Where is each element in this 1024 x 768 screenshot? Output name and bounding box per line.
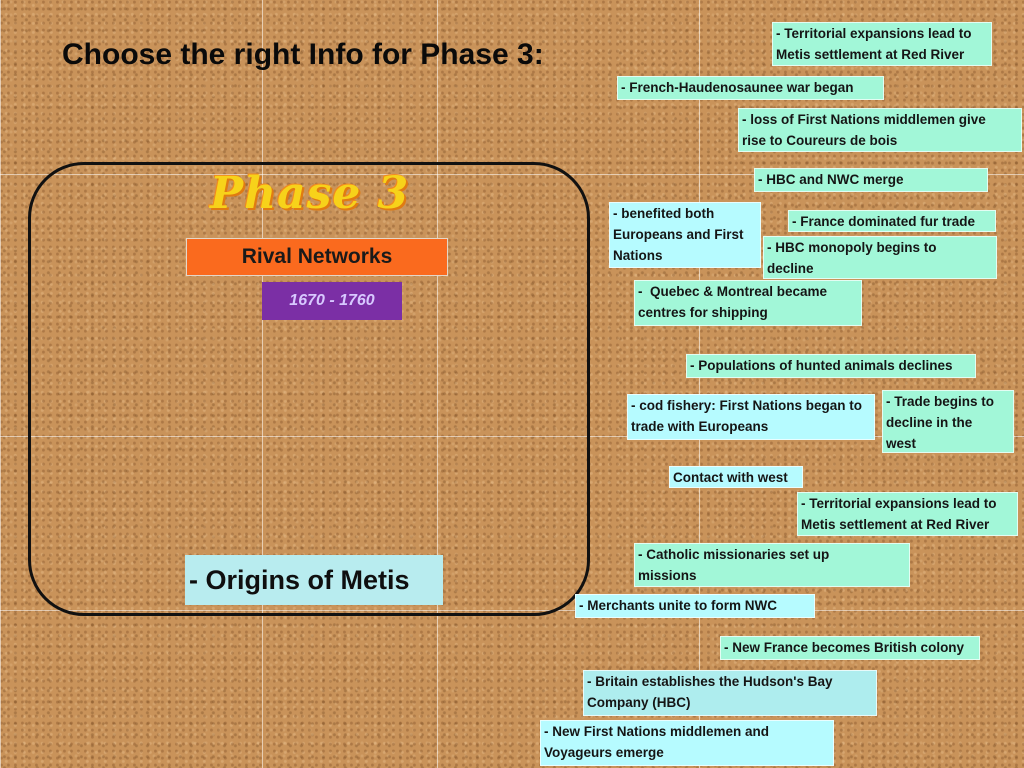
info-card[interactable]: - HBC and NWC merge [754,168,988,192]
info-card[interactable]: - benefited both Europeans and First Nat… [609,202,761,268]
info-card[interactable]: - cod fishery: First Nations began to tr… [627,394,875,440]
phase-drop-zone[interactable] [28,162,590,616]
info-card[interactable]: - Trade begins to decline in the west [882,390,1014,453]
info-card[interactable]: - Britain establishes the Hudson's Bay C… [583,670,877,716]
info-card[interactable]: Contact with west [669,466,803,488]
info-card[interactable]: - Territorial expansions lead to Metis s… [797,492,1018,536]
info-card[interactable]: - loss of First Nations middlemen give r… [738,108,1022,152]
info-card[interactable]: - Territorial expansions lead to Metis s… [772,22,992,66]
info-card[interactable]: - Quebec & Montreal became centres for s… [634,280,862,326]
info-card[interactable]: - Merchants unite to form NWC [575,594,815,618]
phase-label: Phase 3 [210,168,410,219]
info-card[interactable]: - New First Nations middlemen and Voyage… [540,720,834,766]
info-card[interactable]: - France dominated fur trade [788,210,996,232]
info-card[interactable]: - French-Haudenosaunee war began [617,76,884,100]
date-range-label: 1670 - 1760 [262,282,402,320]
info-card[interactable]: - Populations of hunted animals declines [686,354,976,378]
info-card[interactable]: - Catholic missionaries set up missions [634,543,910,587]
origins-of-metis-card[interactable]: - Origins of Metis [185,555,443,605]
info-card[interactable]: - New France becomes British colony [720,636,980,660]
info-card[interactable]: - HBC monopoly begins to decline [763,236,997,279]
slide-title: Choose the right Info for Phase 3: [62,38,544,71]
rival-networks-label: Rival Networks [186,238,448,276]
